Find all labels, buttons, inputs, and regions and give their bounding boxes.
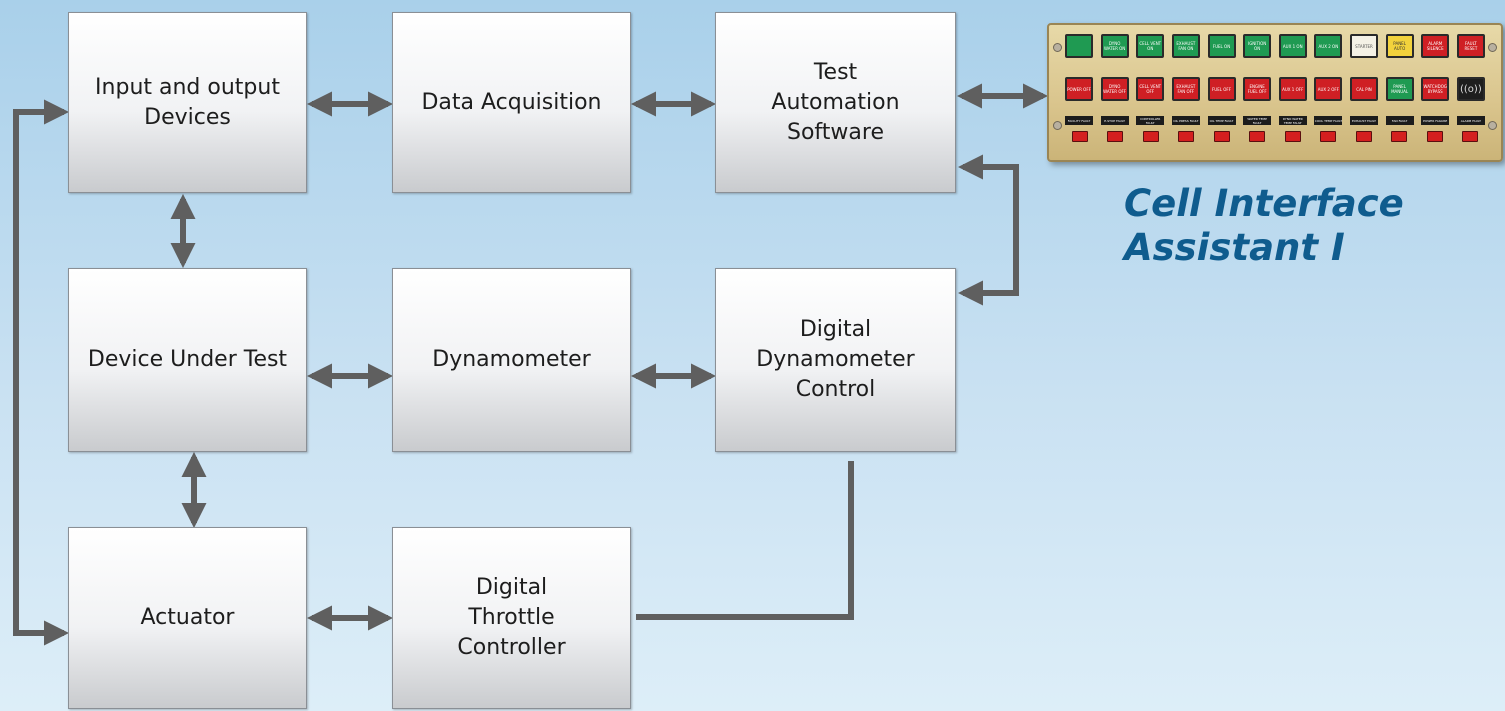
panel-fault-label: FAN FAULT [1385, 116, 1414, 125]
box-digital-dynamometer-control: Digital Dynamometer Control [715, 268, 956, 452]
panel-fault-label: OIL TEMP FAULT [1207, 116, 1236, 125]
panel-button[interactable]: ENGINE FUEL OFF [1243, 77, 1272, 101]
panel-row-fault-leds [1065, 131, 1485, 142]
panel-button[interactable]: AUX 1 ON [1278, 34, 1307, 58]
fault-led-icon [1142, 131, 1159, 142]
panel-button[interactable] [1065, 34, 1093, 58]
panel-button[interactable]: AUX 2 OFF [1314, 77, 1343, 101]
panel-button[interactable]: AUX 1 OFF [1278, 77, 1307, 101]
panel-button[interactable]: FUEL ON [1207, 34, 1236, 58]
panel-row-fault-labels: FACILITY FAULT E-STOP FAULT CONTROLLER FAU… [1065, 116, 1485, 125]
screw-icon [1053, 121, 1062, 130]
box-test-automation-software: Test Automation Software [715, 12, 956, 193]
panel-button[interactable]: PANEL AUTO [1385, 34, 1414, 58]
screw-icon [1488, 121, 1497, 130]
panel-button[interactable]: WATCHDOG BYPASS [1421, 77, 1450, 101]
panel-fault-label: DYNO WATER TEMP FAULT [1278, 116, 1307, 125]
fault-led-icon [1249, 131, 1266, 142]
panel-fault-label: ALARM FAULT [1456, 116, 1485, 125]
arrow-io-actuator-loop [13, 99, 70, 646]
panel-fault-label: EXHAUST FAULT [1350, 116, 1378, 125]
screw-icon [1053, 43, 1062, 52]
fault-led-icon [1107, 131, 1124, 142]
fault-led-icon [1320, 131, 1337, 142]
box-label: Input and output Devices [95, 74, 280, 130]
fault-led-icon [1391, 131, 1408, 142]
fault-led-icon [1461, 131, 1478, 142]
panel-fault-label: OIL PRESS FAULT [1171, 116, 1200, 125]
fault-led-icon [1178, 131, 1195, 142]
panel-button[interactable]: FUEL OFF [1207, 77, 1236, 101]
box-label: Actuator [140, 605, 235, 630]
box-label: Digital Throttle Controller [457, 575, 566, 660]
box-device-under-test: Device Under Test [68, 268, 307, 452]
fault-led-icon [1426, 131, 1443, 142]
box-dynamometer: Dynamometer [392, 268, 631, 452]
panel-fault-label: CONTROLLER FAULT [1136, 116, 1165, 125]
panel-fault-label: COOL TEMP FAULT [1314, 116, 1343, 125]
box-digital-throttle-controller: Digital Throttle Controller [392, 527, 631, 709]
panel-button[interactable]: ((o)) [1456, 77, 1485, 101]
fault-led-icon [1284, 131, 1301, 142]
box-actuator: Actuator [68, 527, 307, 709]
panel-fault-label: POWER FAILURE [1421, 116, 1450, 125]
panel-button[interactable]: CELL VENT OFF [1136, 77, 1165, 101]
panel-button[interactable]: CAL PIN [1350, 77, 1378, 101]
panel-button[interactable]: POWER OFF [1065, 77, 1093, 101]
panel-fault-label: FACILITY FAULT [1065, 116, 1093, 125]
panel-button[interactable]: AUX 2 ON [1314, 34, 1343, 58]
arrow-automation-dyno-control [957, 154, 1019, 306]
fault-led-icon [1213, 131, 1230, 142]
box-input-output-devices: Input and output Devices [68, 12, 307, 193]
panel-title: Cell Interface Assistant I [1124, 182, 1404, 269]
panel-button[interactable]: FAULT RESET [1456, 34, 1485, 58]
box-data-acquisition: Data Acquisition [392, 12, 631, 193]
fault-led-icon [1072, 131, 1088, 142]
panel-button[interactable]: DYNO WATER ON [1100, 34, 1129, 58]
panel-button[interactable]: EXHAUST FAN OFF [1171, 77, 1200, 101]
box-label: Data Acquisition [421, 89, 602, 115]
panel-fault-label: E-STOP FAULT [1100, 116, 1129, 125]
panel-button[interactable]: PANEL MANUAL [1385, 77, 1414, 101]
panel-button[interactable]: CELL VENT ON [1136, 34, 1165, 58]
panel-button[interactable]: STARTER [1350, 34, 1378, 58]
panel-button[interactable]: ALARM SILENCE [1421, 34, 1450, 58]
panel-button[interactable]: DYNO WATER OFF [1100, 77, 1129, 101]
box-label: Test Automation Software [771, 59, 900, 145]
panel-fault-label: WATER TEMP FAULT [1243, 116, 1272, 125]
box-label: Device Under Test [87, 347, 288, 372]
panel-button[interactable]: IGNITION ON [1243, 34, 1272, 58]
box-label: Dynamometer [432, 347, 591, 372]
fault-led-icon [1355, 131, 1372, 142]
screw-icon [1488, 43, 1497, 52]
panel-button[interactable]: EXHAUST FAN ON [1171, 34, 1200, 58]
box-label: Digital Dynamometer Control [756, 317, 915, 402]
line-throttle-dyno-control [636, 461, 854, 620]
